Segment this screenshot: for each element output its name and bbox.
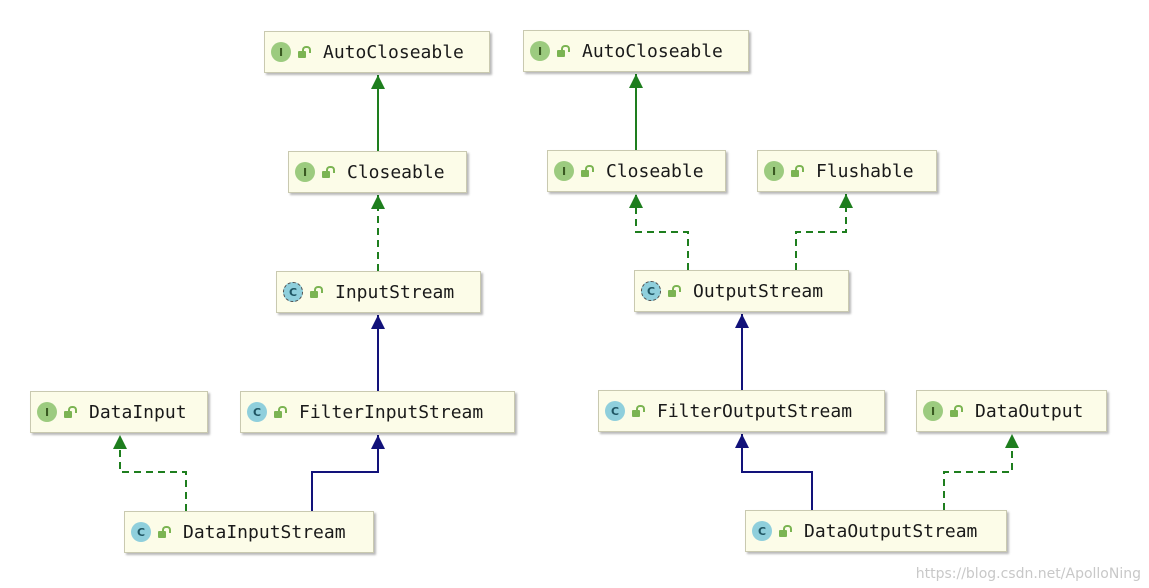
lock-icon: [310, 286, 323, 298]
node-flushable[interactable]: I Flushable: [757, 150, 937, 192]
node-closeable-left[interactable]: I Closeable: [288, 151, 467, 193]
lock-icon: [322, 166, 335, 178]
abstract-class-icon: C: [283, 282, 303, 302]
node-autocloseable-left[interactable]: I AutoCloseable: [264, 31, 490, 73]
node-label: DataInput: [89, 401, 187, 423]
node-label: DataInputStream: [183, 521, 346, 543]
node-autocloseable-right[interactable]: I AutoCloseable: [523, 30, 749, 72]
interface-icon: I: [271, 42, 291, 62]
abstract-class-icon: C: [641, 281, 661, 301]
node-filteroutputstream[interactable]: C FilterOutputStream: [598, 390, 885, 432]
interface-icon: I: [554, 161, 574, 181]
lock-icon: [274, 406, 287, 418]
class-icon: C: [247, 402, 267, 422]
interface-icon: I: [923, 401, 943, 421]
edge-datainputstream-to-filterinputstream: [311, 435, 385, 511]
lock-icon: [581, 165, 594, 177]
edge-outputstream-to-flushable: [795, 194, 853, 270]
node-dataoutput[interactable]: I DataOutput: [916, 390, 1107, 432]
node-filterinputstream[interactable]: C FilterInputStream: [240, 391, 515, 433]
node-outputstream[interactable]: C OutputStream: [634, 270, 849, 312]
node-label: AutoCloseable: [323, 41, 464, 63]
lock-icon: [779, 525, 792, 537]
interface-icon: I: [37, 402, 57, 422]
node-dataoutputstream[interactable]: C DataOutputStream: [745, 510, 1007, 552]
node-label: Flushable: [816, 160, 914, 182]
lock-icon: [950, 405, 963, 417]
node-label: DataOutputStream: [804, 520, 978, 542]
node-label: InputStream: [335, 281, 455, 303]
edge-dataoutputstream-to-dataoutput: [943, 434, 1019, 510]
node-inputstream[interactable]: C InputStream: [276, 271, 481, 313]
lock-icon: [791, 165, 804, 177]
edge-dataoutputstream-to-filteroutputstream: [735, 434, 813, 510]
node-label: OutputStream: [693, 280, 824, 302]
interface-icon: I: [530, 41, 550, 61]
edge-datainputstream-to-datainput: [113, 435, 187, 511]
interface-icon: I: [764, 161, 784, 181]
node-label: AutoCloseable: [582, 40, 723, 62]
node-label: FilterInputStream: [299, 401, 484, 423]
watermark: https://blog.csdn.net/ApolloNing: [915, 566, 1141, 582]
class-icon: C: [752, 521, 772, 541]
node-datainput[interactable]: I DataInput: [30, 391, 208, 433]
node-label: DataOutput: [975, 400, 1084, 422]
interface-icon: I: [295, 162, 315, 182]
lock-icon: [64, 406, 77, 418]
lock-icon: [158, 526, 171, 538]
edge-outputstream-to-closeable-right: [629, 194, 689, 270]
lock-icon: [668, 285, 681, 297]
lock-icon: [557, 45, 570, 57]
lock-icon: [632, 405, 645, 417]
node-label: FilterOutputStream: [657, 400, 853, 422]
class-icon: C: [605, 401, 625, 421]
node-closeable-right[interactable]: I Closeable: [547, 150, 726, 192]
lock-icon: [298, 46, 311, 58]
node-label: Closeable: [606, 160, 704, 182]
node-label: Closeable: [347, 161, 445, 183]
node-datainputstream[interactable]: C DataInputStream: [124, 511, 374, 553]
class-icon: C: [131, 522, 151, 542]
